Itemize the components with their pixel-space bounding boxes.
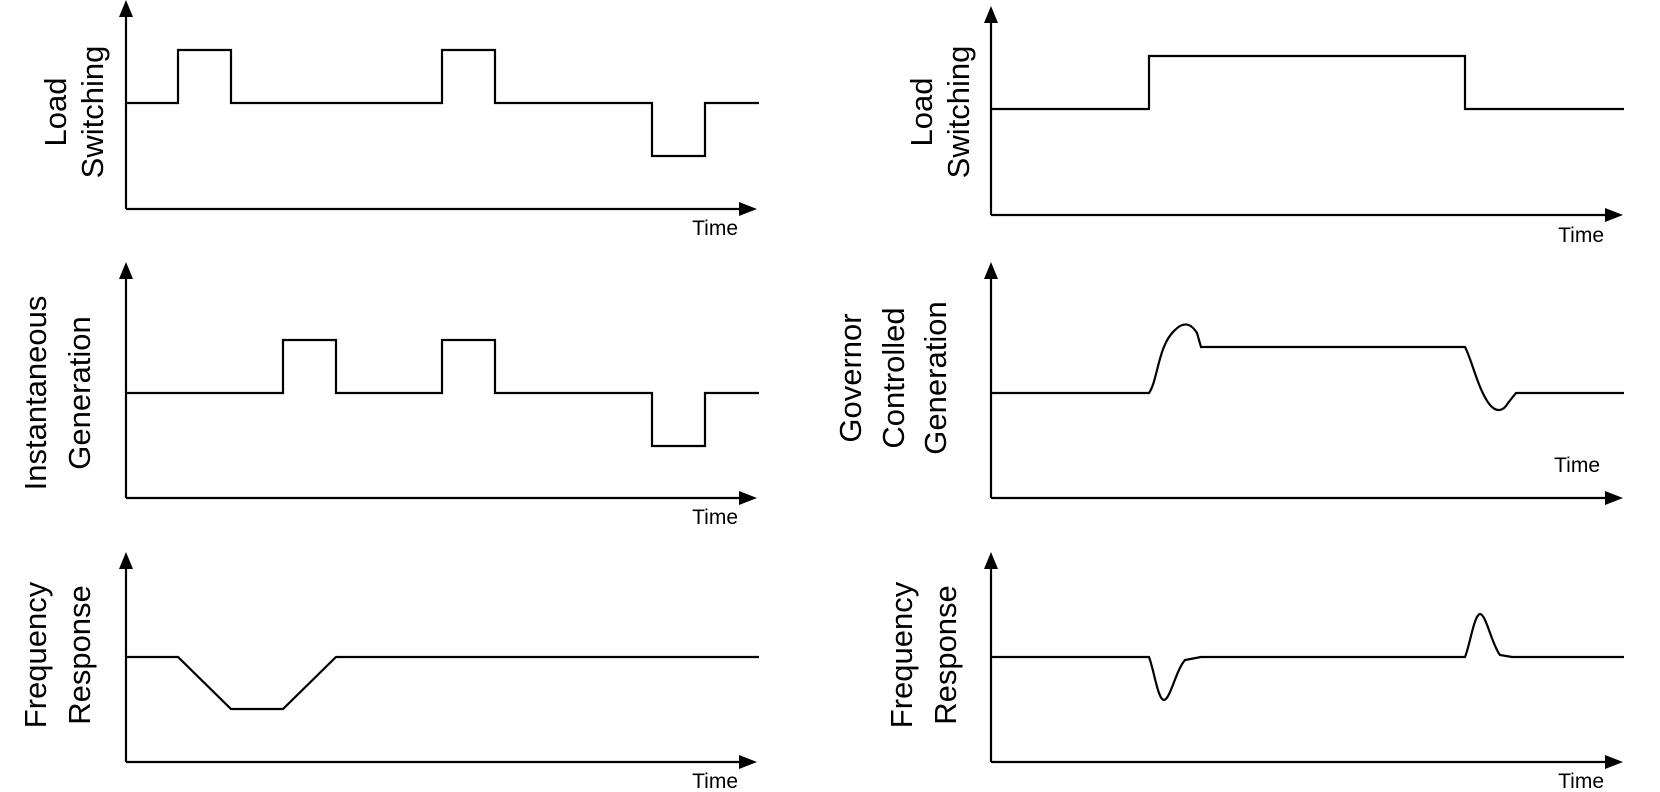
signal-trace: [991, 323, 1624, 412]
panel-right-freq: Frequency Response Time: [884, 552, 1624, 792]
y-axis-arrowhead: [984, 552, 998, 569]
x-axis-label: Time: [692, 217, 738, 240]
signal-trace: [991, 612, 1624, 702]
signal-trace: [126, 338, 759, 448]
x-axis-label: Time: [1558, 770, 1604, 792]
y-axis-arrowhead: [984, 6, 998, 23]
y-label-line-1: Frequency: [884, 581, 919, 728]
y-label-line-2: Switching: [941, 46, 976, 179]
y-label-line-2: Generation: [62, 316, 97, 469]
y-label-line-1: Instantaneous: [18, 296, 53, 491]
signal-trace: [126, 48, 759, 158]
x-axis-label: Time: [692, 506, 738, 529]
y-label-line-1: Frequency: [18, 581, 53, 728]
y-label-line-2: Controlled: [876, 307, 911, 448]
y-label-line-2: Switching: [75, 46, 110, 179]
y-axis-label: Frequency Response: [18, 581, 97, 728]
x-axis-label: Time: [1558, 224, 1604, 247]
x-axis-label: Time: [692, 770, 738, 792]
x-axis-arrowhead: [1605, 755, 1623, 769]
x-axis-arrowhead: [1605, 491, 1623, 505]
signal-trace: [126, 655, 759, 711]
panel-right-gen: Governor Controlled Generation Time: [833, 262, 1624, 505]
x-axis-arrowhead: [739, 202, 757, 216]
y-axis-label: Frequency Response: [884, 581, 963, 728]
x-axis-label: Time: [1554, 454, 1600, 477]
y-label-line-2: Response: [928, 585, 963, 725]
panel-left-gen: Instantaneous Generation Time: [18, 262, 759, 529]
y-axis-arrowhead: [119, 552, 133, 569]
y-label-line-3: Generation: [918, 301, 953, 454]
y-label-line-1: Governor: [833, 313, 868, 442]
y-label-line-1: Load: [38, 78, 73, 147]
y-label-line-1: Load: [904, 78, 939, 147]
panel-left-load: Load Switching Time: [38, 0, 759, 240]
x-axis-arrowhead: [1605, 208, 1623, 222]
signal-trace: [991, 54, 1624, 111]
y-axis-label: Load Switching: [904, 46, 976, 179]
panel-right-load: Load Switching Time: [904, 6, 1624, 247]
x-axis-arrowhead: [739, 491, 757, 505]
y-axis-label: Governor Controlled Generation: [833, 301, 953, 454]
y-axis-arrowhead: [119, 0, 133, 17]
x-axis-arrowhead: [739, 755, 757, 769]
y-axis-arrowhead: [119, 262, 133, 279]
y-axis-label: Load Switching: [38, 46, 110, 179]
y-label-line-2: Response: [62, 585, 97, 725]
y-axis-arrowhead: [984, 262, 998, 279]
panel-left-freq: Frequency Response Time: [18, 552, 759, 792]
y-axis-label: Instantaneous Generation: [18, 296, 97, 491]
